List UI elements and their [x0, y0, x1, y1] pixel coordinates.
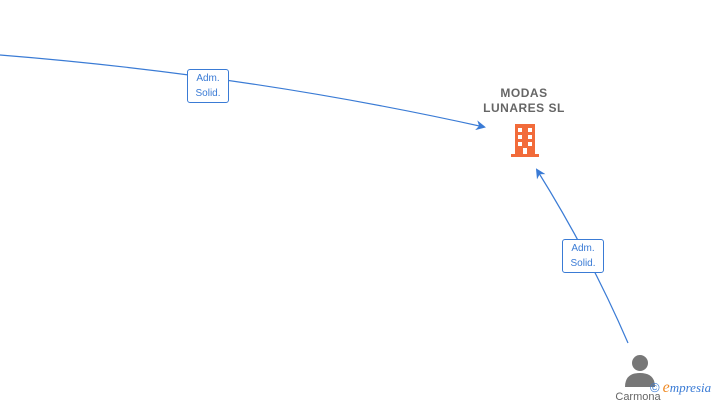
relation-label-2-line1: Adm.	[571, 243, 595, 254]
company-name[interactable]: MODAS LUNARES SL	[466, 86, 582, 116]
copyright-symbol: ©	[650, 380, 660, 395]
building-icon[interactable]	[508, 122, 542, 158]
company-name-line1: MODAS	[500, 86, 548, 100]
relation-label-1-line2: Solid.	[195, 88, 221, 99]
relation-label-1-line1: Adm.	[196, 73, 220, 84]
watermark-brand-rest: mpresia	[669, 380, 712, 395]
relation-edge-1[interactable]	[0, 54, 486, 131]
relation-label-2[interactable]: Adm. Solid.	[562, 239, 604, 273]
person-name[interactable]: Carmona	[615, 391, 661, 400]
empresia-watermark: ©empresia	[650, 378, 711, 398]
person-icon[interactable]	[622, 353, 658, 387]
relation-label-1[interactable]: Adm. Solid.	[187, 69, 229, 103]
company-name-line2: LUNARES SL	[483, 101, 565, 115]
watermark-brand-first: e	[662, 379, 670, 396]
relation-label-2-line2: Solid.	[570, 258, 596, 269]
